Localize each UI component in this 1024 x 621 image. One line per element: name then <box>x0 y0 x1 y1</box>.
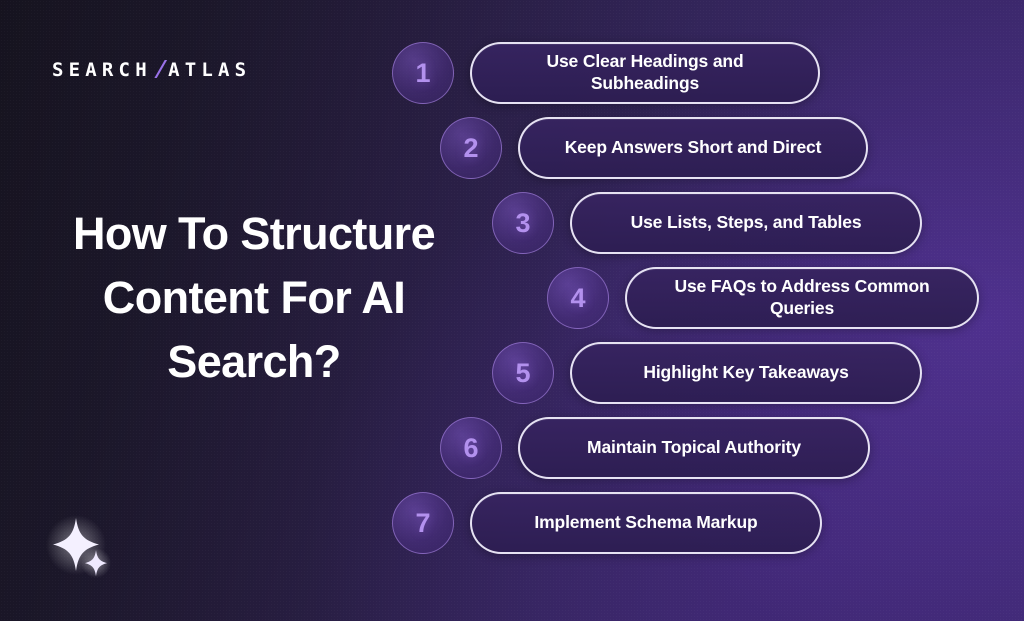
list-item: 1 Use Clear Headings and Subheadings <box>392 40 992 106</box>
logo-text-search: SEARCH <box>52 58 152 81</box>
logo-text-atlas: ATLAS <box>168 58 252 81</box>
list-item: 7 Implement Schema Markup <box>392 490 992 556</box>
step-number-badge: 5 <box>492 342 554 404</box>
list-item: 5 Highlight Key Takeaways <box>492 340 992 406</box>
step-label-pill[interactable]: Use Lists, Steps, and Tables <box>570 192 922 254</box>
logo-slash-icon: / <box>152 57 169 82</box>
step-label-pill[interactable]: Maintain Topical Authority <box>518 417 870 479</box>
step-label-pill[interactable]: Use FAQs to Address Common Queries <box>625 267 979 329</box>
searchatlas-logo: SEARCH/ATLAS <box>52 57 251 82</box>
list-item: 3 Use Lists, Steps, and Tables <box>492 190 992 256</box>
step-number-badge: 3 <box>492 192 554 254</box>
step-number-badge: 4 <box>547 267 609 329</box>
step-label-pill[interactable]: Implement Schema Markup <box>470 492 822 554</box>
step-label-pill[interactable]: Keep Answers Short and Direct <box>518 117 868 179</box>
list-item: 4 Use FAQs to Address Common Queries <box>547 265 992 331</box>
list-item: 2 Keep Answers Short and Direct <box>440 115 992 181</box>
steps-list: 1 Use Clear Headings and Subheadings 2 K… <box>392 40 992 565</box>
sparkle-icon <box>46 512 142 598</box>
step-number-badge: 1 <box>392 42 454 104</box>
step-label-pill[interactable]: Highlight Key Takeaways <box>570 342 922 404</box>
step-number-badge: 7 <box>392 492 454 554</box>
list-item: 6 Maintain Topical Authority <box>440 415 992 481</box>
page-title: How To Structure Content For AI Search? <box>72 208 436 387</box>
step-number-badge: 6 <box>440 417 502 479</box>
step-label-pill[interactable]: Use Clear Headings and Subheadings <box>470 42 820 104</box>
step-number-badge: 2 <box>440 117 502 179</box>
